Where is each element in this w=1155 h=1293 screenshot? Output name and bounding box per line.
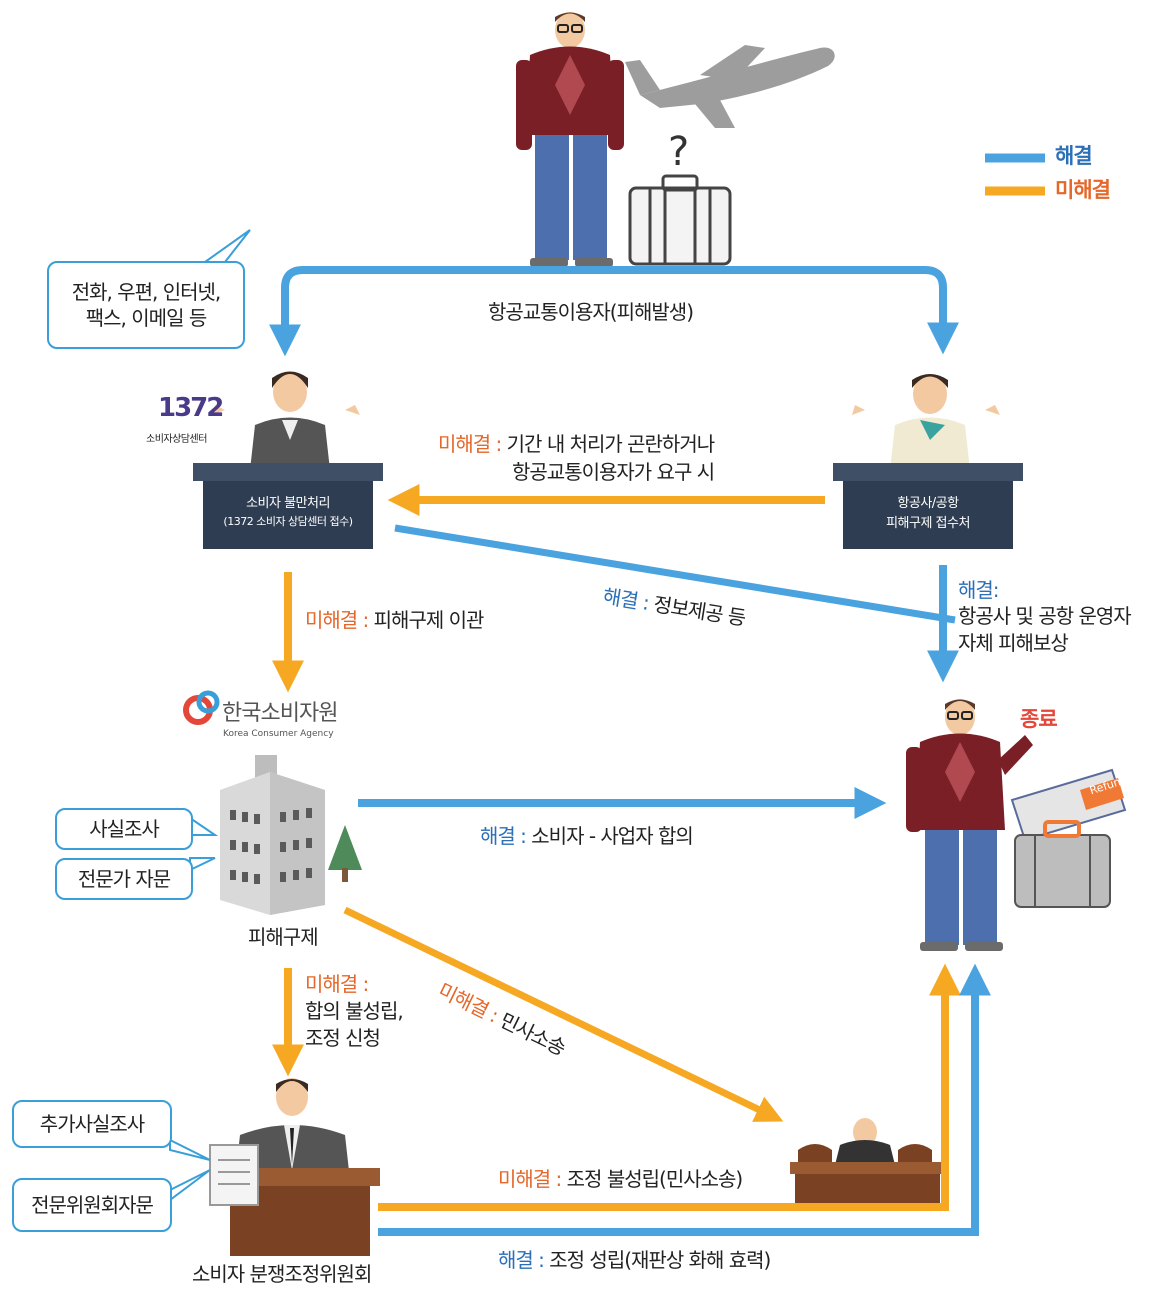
traveler-figure-top: [516, 12, 624, 267]
relief-text: 피해구제 이관: [373, 608, 485, 632]
question-mark: ?: [668, 129, 689, 175]
transfer-line1: 기간 내 처리가 곤란하거나: [506, 432, 715, 456]
bubble-tail-4: [169, 1169, 211, 1202]
agreement-label: 해결 : 소비자 - 사업자 합의: [480, 824, 694, 849]
fact-finding-bubble: 사실조사: [55, 808, 193, 850]
arrow-info-provided: [394, 524, 956, 624]
agreement-text: 소비자 - 사업자 합의: [531, 824, 693, 848]
mediation-success-label: 해결 : 조정 성립(재판상 화해 효력): [498, 1248, 771, 1273]
legend-unresolved-label: 미해결: [1055, 178, 1111, 202]
legend: [985, 153, 1045, 196]
logo-1372: 1372: [158, 393, 224, 423]
arrow-lawsuit: [343, 906, 784, 1122]
kca-name-ko: 한국소비자원: [222, 701, 338, 726]
desk-1372-line1: 소비자 불만처리: [246, 496, 330, 511]
court-judge-icon: [790, 1118, 945, 1204]
mediation-prefix: 미해결 :: [305, 972, 369, 996]
suitcase-end-icon: [1014, 820, 1111, 908]
counselor-figure-1372: [212, 371, 360, 470]
committee-desk: [220, 1168, 380, 1256]
traveler-figure-end: [906, 699, 1033, 951]
end-label: 종료: [1020, 707, 1058, 731]
tree-icon: [328, 825, 362, 882]
committee-mediator-figure: [235, 1078, 350, 1180]
fail-prefix: 미해결 :: [498, 1167, 562, 1191]
arrow-user-to-airline: [281, 266, 959, 355]
extra-fact-finding-bubble: 추가사실조사: [12, 1100, 172, 1148]
mediation-line2: 조정 신청: [305, 1026, 381, 1050]
desk-airline-line2: 피해구제 접수처: [886, 515, 970, 531]
bubble-tail-3: [169, 1138, 211, 1161]
desk-airline-label: 항공사/공항 피해구제 접수처: [843, 494, 1013, 533]
document-icon: [209, 1144, 259, 1206]
contact-line-2: 팩스, 이메일 등: [85, 306, 207, 330]
fail-text: 조정 불성립(민사소송): [566, 1167, 744, 1191]
success-prefix: 해결 :: [498, 1248, 545, 1272]
user-label: 항공교통이용자(피해발생): [488, 300, 694, 324]
refund-ticket-icon: [1010, 768, 1127, 842]
relief-building-label: 피해구제: [248, 925, 319, 949]
bubble-tail-2: [189, 857, 216, 872]
transfer-line2: 항공교통이용자가 요구 시: [512, 460, 715, 484]
kca-name-en: Korea Consumer Agency: [223, 729, 334, 739]
desk-1372: [193, 463, 383, 549]
transfer-prefix: 미해결 :: [438, 432, 502, 456]
contact-methods-bubble: 전화, 우편, 인터넷, 팩스, 이메일 등: [47, 261, 245, 349]
relief-label: 미해결 : 피해구제 이관: [305, 608, 485, 633]
expert-advice-bubble: 전문가 자문: [55, 858, 193, 900]
contact-line-1: 전화, 우편, 인터넷,: [71, 280, 222, 304]
desk-1372-label: 소비자 불만처리 (1372 소비자 상담센터 접수): [203, 494, 373, 530]
arrow-mediation-failed: [378, 963, 961, 1211]
kca-logo-icon: [183, 690, 220, 725]
desk-airline: [833, 463, 1023, 549]
relief-prefix: 미해결 :: [305, 608, 369, 632]
committee-label: 소비자 분쟁조정위원회: [192, 1262, 372, 1286]
legend-resolved-label: 해결: [1055, 144, 1093, 168]
suitcase-icon: [628, 174, 732, 266]
success-text: 조정 성립(재판상 화해 효력): [549, 1248, 771, 1272]
desk-1372-line2: (1372 소비자 상담센터 접수): [223, 514, 353, 528]
expert-committee-bubble: 전문위원회자문: [12, 1178, 172, 1232]
speech-bubble-tail: [201, 229, 251, 263]
desk-airline-line1: 항공사/공항: [897, 496, 959, 511]
airline-prefix: 해결:: [958, 578, 1000, 602]
logo-1372-sub: 소비자상담센터: [146, 434, 207, 445]
mediation-line1: 합의 불성립,: [305, 999, 404, 1023]
airline-line2: 자체 피해보상: [958, 631, 1069, 655]
arrow-mediation-success: [378, 963, 991, 1236]
mediation-failed-label: 미해결 : 조정 불성립(민사소송): [498, 1167, 744, 1192]
bubble-tail-1: [189, 816, 219, 836]
transfer-label: 미해결 : 기간 내 처리가 곤란하거나: [438, 432, 715, 457]
airline-staff-figure: [852, 374, 1000, 470]
airplane-icon: [625, 45, 835, 128]
airline-line1: 항공사 및 공항 운영자: [958, 604, 1132, 628]
agreement-prefix: 해결 :: [480, 824, 527, 848]
kca-building-icon: [220, 755, 325, 915]
